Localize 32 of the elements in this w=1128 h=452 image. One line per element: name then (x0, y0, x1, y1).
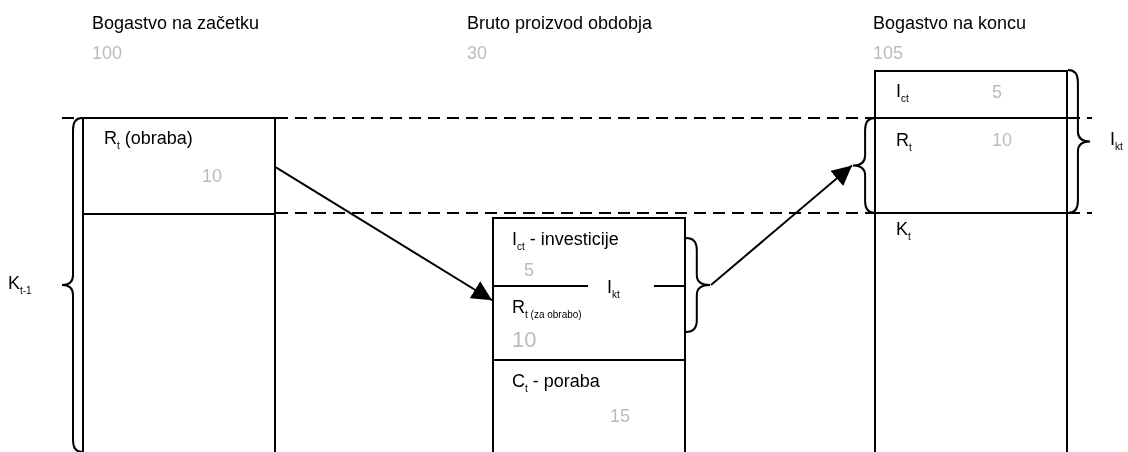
column-segment (874, 212, 1068, 452)
value-label: 10 (202, 167, 223, 187)
curly-brace (852, 117, 876, 214)
arrow (710, 164, 853, 286)
brace-label: I$_{kt}$ (1110, 130, 1123, 152)
segment-label: C$_{t}$ - poraba (512, 372, 600, 394)
column-segment (82, 213, 276, 452)
brace-label: I$_{kt}$ (607, 278, 620, 300)
segment-label: I$_{ct}$ - investicije (512, 230, 619, 252)
column-segment (82, 117, 276, 214)
value-label: 100 (92, 44, 123, 64)
column-heading: Bogastvo na začetku (92, 14, 260, 34)
column-heading: Bogastvo na koncu (873, 14, 1027, 34)
brace-label: K$_{t-1}$ (8, 274, 32, 296)
value-label: 15 (610, 407, 631, 427)
value-label: 5 (992, 83, 1002, 103)
column-segment (874, 117, 1068, 214)
curly-brace (685, 237, 711, 333)
column-segment (874, 70, 1068, 119)
segment-label: K$_{t}$ (896, 220, 911, 242)
value-label: 5 (524, 261, 534, 281)
column-segment (492, 359, 686, 452)
segment-label: R$_{t (za obrabo)}$ (512, 298, 582, 320)
arrow (275, 166, 493, 302)
value-label: 10 (512, 328, 537, 353)
segment-label: I$_{ct}$ (896, 82, 909, 104)
value-label: 30 (467, 44, 488, 64)
value-label: 105 (873, 44, 904, 64)
segment-label: R$_{t}$ (896, 131, 912, 153)
column-heading: Bruto proizvod obdobja (467, 14, 653, 34)
segment-label: R$_{t}$ (obraba) (104, 129, 193, 151)
value-label: 10 (992, 131, 1013, 151)
